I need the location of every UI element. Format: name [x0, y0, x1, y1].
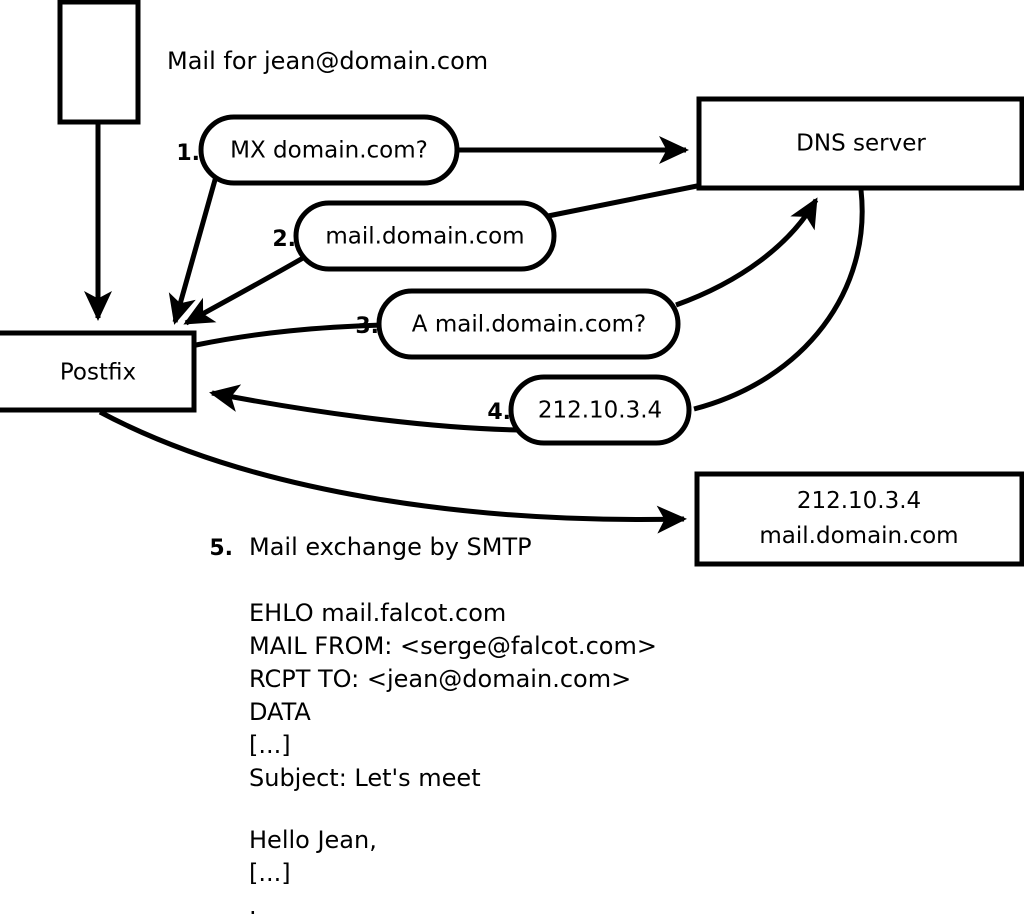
- smtp-line-2: RCPT TO: <jean@domain.com>: [249, 665, 631, 693]
- node-dns-server-label: DNS server: [796, 131, 926, 157]
- step-5-label: Mail exchange by SMTP: [249, 533, 532, 561]
- step-3-bubble: A mail.domain.com?: [376, 288, 681, 360]
- step-4-label: 212.10.3.4: [538, 398, 662, 424]
- caption-mail-for: Mail for jean@domain.com: [167, 47, 488, 75]
- node-mail-server-ip: 212.10.3.4: [797, 488, 921, 514]
- step-2-number: 2.: [272, 227, 296, 252]
- edge-step1-postfix-to-query: [168, 154, 225, 325]
- edge-step4-answer-to-postfix: [209, 384, 520, 433]
- edge-step2-answer-to-postfix: [183, 255, 305, 326]
- smtp-line-9: .: [249, 892, 257, 919]
- smtp-line-3: DATA: [249, 698, 311, 726]
- node-postfix: Postfix: [0, 330, 197, 413]
- smtp-line-8: [...]: [249, 859, 291, 887]
- edge-step2-dns-to-answer: [547, 183, 698, 219]
- edge-step5-postfix-to-mailserver: [98, 409, 687, 534]
- edge-step3-postfix-to-query: [195, 322, 383, 348]
- step-1-bubble: MX domain.com?: [198, 114, 460, 186]
- node-mail-server-hostname: mail.domain.com: [759, 523, 958, 549]
- node-mail-server: 212.10.3.4 mail.domain.com: [694, 471, 1024, 567]
- node-dns-server: DNS server: [696, 96, 1024, 191]
- smtp-line-4: [...]: [249, 731, 291, 759]
- smtp-line-1: MAIL FROM: <serge@falcot.com>: [249, 632, 657, 660]
- step-3-label: A mail.domain.com?: [412, 312, 646, 338]
- step-1-number: 1.: [176, 141, 200, 166]
- edge-step3-query-to-dns: [675, 197, 819, 308]
- smtp-line-7: Hello Jean,: [249, 826, 377, 854]
- edge-step4-dns-to-answer: [693, 189, 865, 412]
- smtp-line-5: Subject: Let's meet: [249, 764, 481, 792]
- step-2-bubble: mail.domain.com: [293, 200, 557, 272]
- step-4-number: 4.: [487, 400, 511, 425]
- node-postfix-label: Postfix: [60, 360, 136, 386]
- step-2-label: mail.domain.com: [325, 224, 524, 250]
- smtp-line-0: EHLO mail.falcot.com: [249, 599, 506, 627]
- step-1-label: MX domain.com?: [230, 138, 428, 164]
- step-4-bubble: 212.10.3.4: [508, 374, 692, 446]
- step-3-number: 3.: [355, 314, 379, 339]
- step-5-number: 5.: [209, 536, 233, 561]
- node-client-box: [57, 0, 141, 125]
